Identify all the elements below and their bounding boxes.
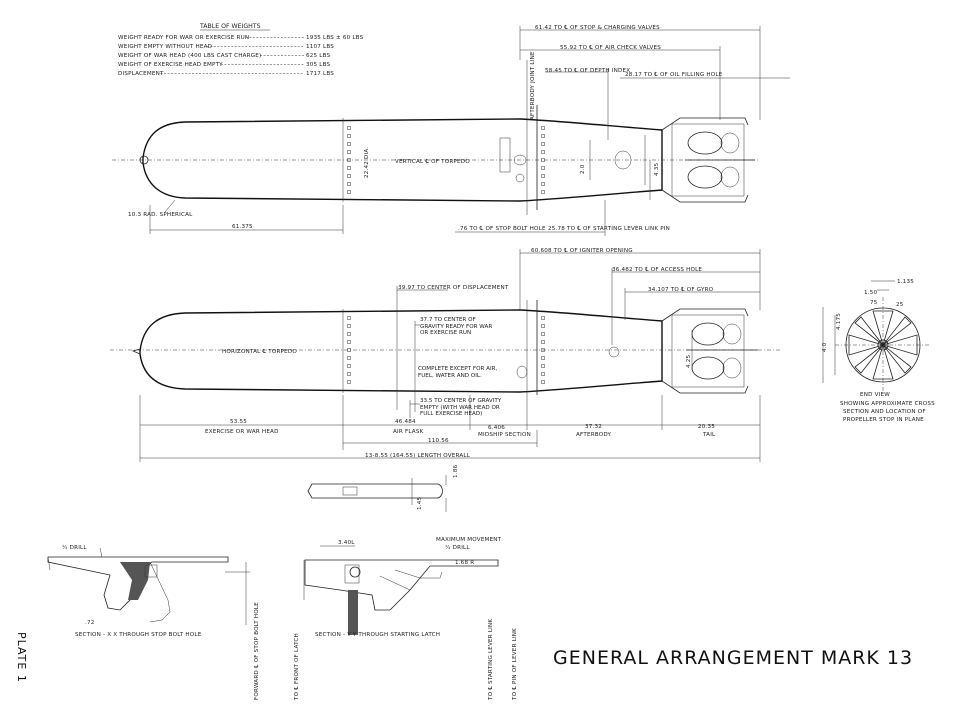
dim-stop-bolt: .76 TO ℄ OF STOP BOLT HOLE <box>458 225 546 232</box>
side-centerline-label: HORIZONTAL ℄ TORPEDO <box>222 348 297 355</box>
weight-row-label: DISPLACEMENT <box>118 71 164 77</box>
detail-dim-186: 1.86 <box>453 465 459 478</box>
cg-empty-label: 33.5 TO CENTER OF GRAVITY EMPTY (WITH WA… <box>420 398 502 417</box>
weight-row-label: WEIGHT OF WAR HEAD (400 LBS CAST CHARGE) <box>118 53 261 59</box>
end-dim-3: 25 <box>896 302 904 308</box>
weight-row-label: WEIGHT READY FOR WAR OR EXERCISE RUN <box>118 35 249 41</box>
section-yy-side-note-3: TO ℄ PIN OF LEVER LINK <box>511 628 518 701</box>
seg-flask-label: AIR FLASK <box>393 429 424 435</box>
seg-head-value: 53.55 <box>230 419 247 425</box>
seg-tail-value: 20.35 <box>698 424 715 430</box>
end-view <box>822 280 931 393</box>
end-caption-3: PROPELLER STOP IN PLANE <box>843 417 924 423</box>
weight-row-value: 1107 LBS <box>306 44 334 50</box>
radius-note: 10.3 RAD. SPHERICAL <box>128 212 193 218</box>
weights-table: TABLE OF WEIGHTS WEIGHT READY FOR WAR OR… <box>118 23 364 77</box>
dim-oil-filling: 28.17 TO ℄ OF OIL FILLING HOLE <box>625 71 723 78</box>
cg-ready-label: 37.7 TO CENTER OF GRAVITY READY FOR WAR … <box>420 317 493 336</box>
section-xx-dim: .72 <box>85 620 95 626</box>
section-yy-side-note-1: TO ℄ FRONT OF LATCH <box>293 633 300 701</box>
section-yy-max-movement: MAXIMUM MOVEMENT <box>436 537 502 543</box>
end-caption-1: SHOWING APPROXIMATE CROSS <box>840 401 935 407</box>
end-dim-2: 75 <box>870 300 878 306</box>
seg-head-label: EXERCISE OR WAR HEAD <box>205 429 279 435</box>
weight-row-value: 625 LBS <box>306 53 331 59</box>
displacement-center: 39.97 TO CENTER OF DISPLACEMENT <box>398 285 509 291</box>
section-yy-label: SECTION - Y Y THROUGH STARTING LATCH <box>315 632 440 638</box>
afterbody-joint-label: AFTERBODY JOINT LINE <box>530 51 536 120</box>
dim-435: 4.35 <box>654 163 660 176</box>
end-dim-5: 4.0 <box>822 342 828 352</box>
detail-dim-145: 1.45 <box>417 497 423 510</box>
dim-depth-index: 58.45 TO ℄ OF DEPTH INDEX <box>545 67 630 74</box>
dim-stop-valves: 61.42 TO ℄ OF STOP & CHARGING VALVES <box>535 24 660 31</box>
dim-425: 4.25 <box>686 355 692 368</box>
weight-row-value: 305 LBS <box>306 62 331 68</box>
dim-61: 61.375 <box>232 224 253 230</box>
diameter-label: 22.42 DIA. <box>364 147 370 178</box>
section-yy-radius: 1.68 R <box>455 560 474 566</box>
top-centerline-label: VERTICAL ℄ OF TORPEDO <box>395 158 470 165</box>
seg-flask-value: 46.484 <box>395 419 416 425</box>
section-yy: 3.40L MAXIMUM MOVEMENT ¼ DRILL 1.68 R SE… <box>293 537 518 701</box>
dim-20: 2.0 <box>580 164 586 174</box>
seg-tail-label: TAIL <box>702 432 716 438</box>
dim-air-check: 55.92 TO ℄ OF AIR CHECK VALVES <box>560 44 661 51</box>
top-propeller <box>685 131 755 189</box>
section-yy-side-note-2: TO ℄ STARTING LEVER LINK <box>487 619 494 701</box>
stop-bolt-detail: 1.86 1.45 <box>307 465 459 512</box>
weights-heading: TABLE OF WEIGHTS <box>199 23 261 30</box>
section-xx: ¼ DRILL SECTION - X X THROUGH STOP BOLT … <box>47 545 260 700</box>
side-hull-outline <box>139 309 663 393</box>
weight-row-label: WEIGHT OF EXERCISE HEAD EMPTY <box>118 62 223 68</box>
side-view: 60.608 TO ℄ OF IGNITER OPENING 36.482 TO… <box>110 247 780 462</box>
dim-110: 110.56 <box>428 438 449 444</box>
end-caption-0: END VIEW <box>860 392 890 398</box>
drawing-title: GENERAL ARRANGEMENT MARK 13 <box>553 647 913 669</box>
dim-gyro: 34.107 TO ℄ OF GYRO <box>648 286 714 293</box>
top-view: 61.42 TO ℄ OF STOP & CHARGING VALVES 55.… <box>112 24 790 236</box>
segment-dims <box>139 395 761 462</box>
overall-length: 13-8.55 (164.55) LENGTH OVERALL <box>365 453 471 459</box>
weight-row-value: 1717 LBS <box>306 71 334 77</box>
dim-access: 36.482 TO ℄ OF ACCESS HOLE <box>612 266 702 273</box>
section-xx-side-note: FORWARD ℄ OF STOP BOLT HOLE <box>253 602 260 700</box>
section-yy-dim-340: 3.40L <box>338 540 355 546</box>
end-caption-2: SECTION AND LOCATION OF <box>843 409 926 415</box>
plate-number: PLATE 1 <box>15 632 28 683</box>
dim-starting-lever: 25.78 TO ℄ OF STARTING LEVER LINK PIN <box>548 225 670 232</box>
section-yy-drill: ¼ DRILL <box>445 545 470 551</box>
weight-row-value: 1935 LBS ± 60 LBS <box>306 35 364 41</box>
end-dim-4: 4.175 <box>836 313 842 330</box>
seg-afterbody-value: 37.32 <box>585 424 602 430</box>
section-xx-label: SECTION - X X THROUGH STOP BOLT HOLE <box>75 632 202 638</box>
side-propeller <box>686 322 758 380</box>
seg-midship-value: 6.406 <box>488 425 505 431</box>
seg-afterbody-label: AFTERBODY <box>576 432 612 438</box>
section-xx-drill: ¼ DRILL <box>62 545 87 551</box>
end-dim-0: 1.135 <box>897 279 914 285</box>
seg-midship-label: MIDSHIP SECTION <box>478 432 531 438</box>
weight-row-label: WEIGHT EMPTY WITHOUT HEAD <box>118 44 212 50</box>
end-dim-1: 1.50 <box>864 290 877 296</box>
complete-except-note: COMPLETE EXCEPT FOR AIR, FUEL, WATER AND… <box>418 366 498 379</box>
dim-igniter: 60.608 TO ℄ OF IGNITER OPENING <box>531 247 633 254</box>
